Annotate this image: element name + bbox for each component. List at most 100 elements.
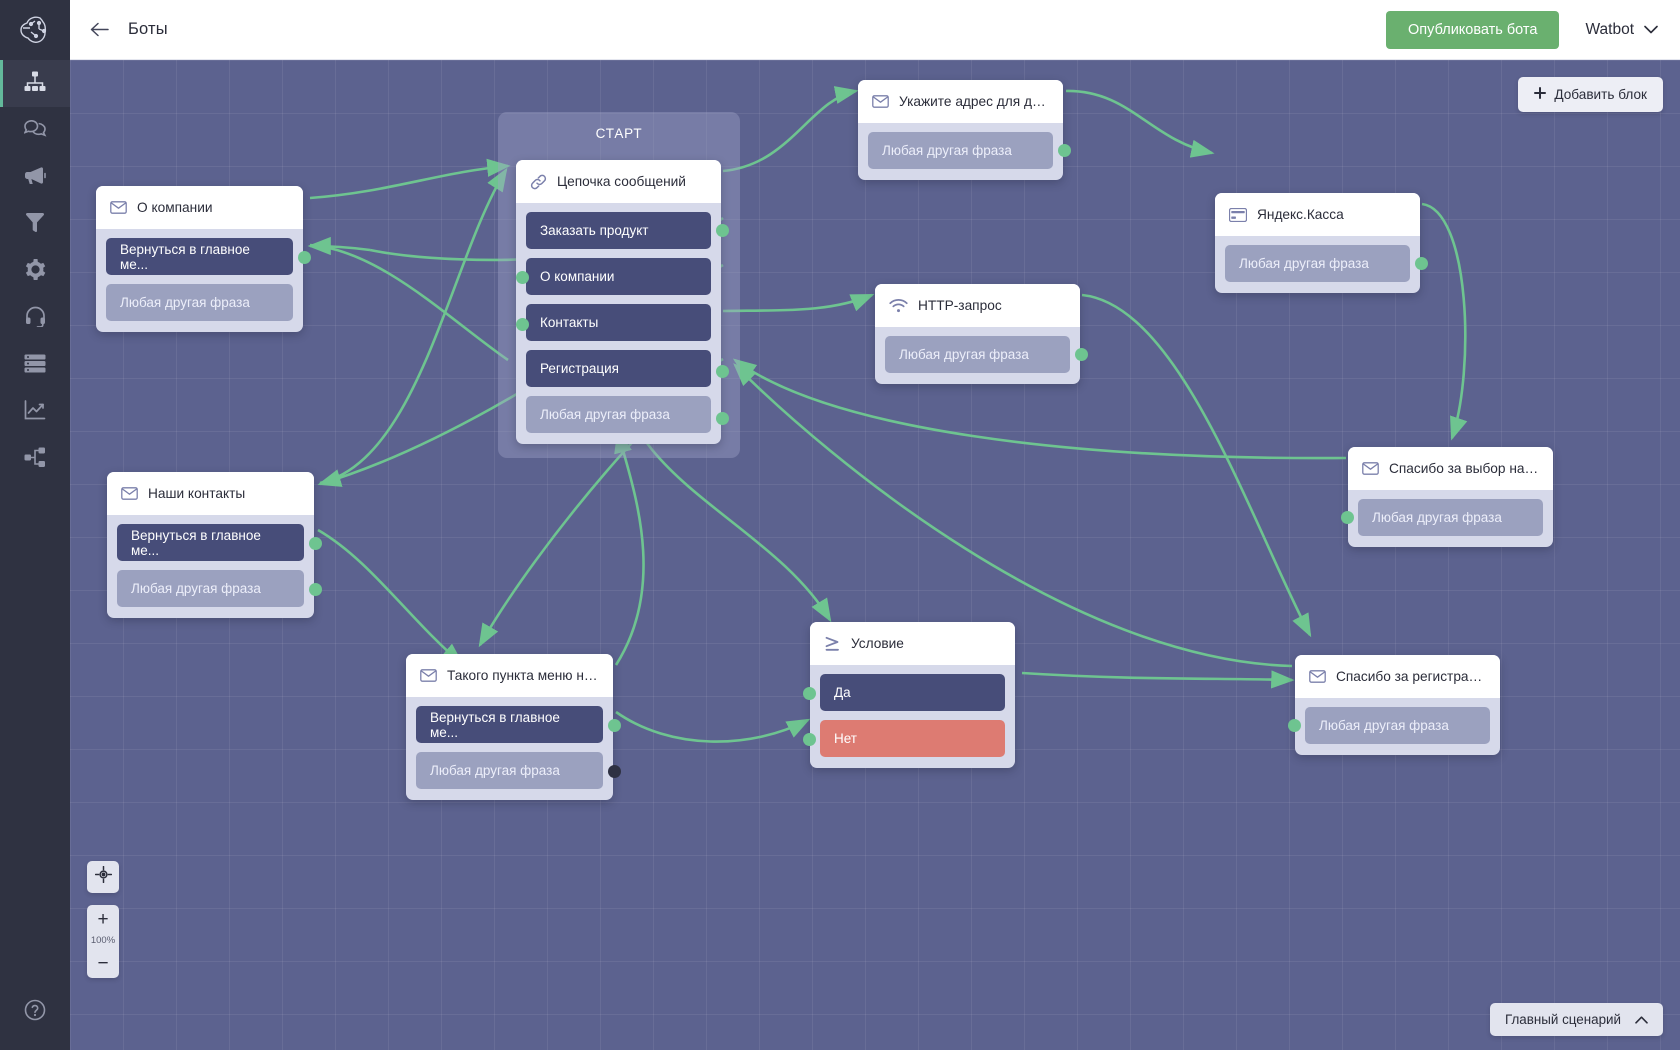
help-button[interactable] (0, 992, 70, 1032)
sidebar-item-integrations[interactable] (0, 436, 70, 483)
node-button[interactable]: Любая другая фраза (868, 132, 1053, 169)
node-button[interactable]: Любая другая фраза (885, 336, 1070, 373)
node-no-such-menu[interactable]: Такого пункта меню не... Вернуться в гла… (406, 654, 613, 800)
link-icon (530, 174, 547, 190)
node-thanks-registration[interactable]: Спасибо за регистрацию Любая другая фраз… (1295, 655, 1500, 755)
node-button[interactable]: Вернуться в главное ме... (117, 524, 304, 561)
node-button[interactable]: Заказать продукт (526, 212, 711, 249)
zoom-out-button[interactable]: − (97, 952, 109, 974)
node-our-contacts[interactable]: Наши контакты Вернуться в главное ме... … (107, 472, 314, 618)
node-button[interactable]: Любая другая фраза (416, 752, 603, 789)
greater-equal-icon (824, 636, 841, 652)
node-about[interactable]: О компании Вернуться в главное ме... Люб… (96, 186, 303, 332)
sidebar-item-analytics[interactable] (0, 389, 70, 436)
add-block-label: Добавить блок (1554, 87, 1647, 102)
connector-dot[interactable] (608, 719, 621, 732)
node-http-request[interactable]: HTTP-запрос Любая другая фраза (875, 284, 1080, 384)
connector-dot[interactable] (716, 412, 729, 425)
center-view-button[interactable] (87, 861, 119, 893)
connector-dot[interactable] (309, 537, 322, 550)
node-body: Вернуться в главное ме... Любая другая ф… (406, 697, 613, 800)
node-title: Яндекс.Касса (1257, 207, 1344, 222)
node-body: Вернуться в главное ме... Любая другая ф… (107, 515, 314, 618)
connector-dot[interactable] (716, 224, 729, 237)
start-group-label: СТАРТ (595, 126, 643, 141)
node-button[interactable]: Контакты (526, 304, 711, 341)
node-title: Укажите адрес для дост... (899, 94, 1049, 109)
connector-dot[interactable] (1288, 719, 1301, 732)
node-header[interactable]: Укажите адрес для дост... (858, 80, 1063, 123)
envelope-icon (1309, 670, 1326, 683)
node-button[interactable]: О компании (526, 258, 711, 295)
chevron-down-icon (1644, 25, 1658, 34)
connector-dot[interactable] (1341, 511, 1354, 524)
node-body: Да Нет (810, 665, 1015, 768)
node-header[interactable]: Условие (810, 622, 1015, 665)
sidebar-item-segments[interactable] (0, 201, 70, 248)
node-title: Условие (851, 636, 904, 651)
node-title: Спасибо за регистрацию (1336, 669, 1486, 684)
node-button[interactable]: Любая другая фраза (1358, 499, 1543, 536)
envelope-icon (1362, 462, 1379, 475)
gear-icon (25, 258, 46, 285)
node-thanks-choice[interactable]: Спасибо за выбор наше... Любая другая фр… (1348, 447, 1553, 547)
node-button[interactable]: Любая другая фраза (1305, 707, 1490, 744)
sidebar-item-bot-structure[interactable] (0, 60, 70, 107)
connector-dot[interactable] (309, 583, 322, 596)
connector-dot[interactable] (1075, 348, 1088, 361)
node-condition[interactable]: Условие Да Нет (810, 622, 1015, 768)
node-button[interactable]: Вернуться в главное ме... (416, 706, 603, 743)
node-button[interactable]: Любая другая фраза (106, 284, 293, 321)
node-title: О компании (137, 200, 213, 215)
node-header[interactable]: Такого пункта меню не... (406, 654, 613, 697)
node-header[interactable]: HTTP-запрос (875, 284, 1080, 327)
add-block-button[interactable]: Добавить блок (1518, 77, 1663, 112)
node-button-yes[interactable]: Да (820, 674, 1005, 711)
sidebar-item-database[interactable] (0, 342, 70, 389)
node-message-chain[interactable]: Цепочка сообщений Заказать продукт О ком… (516, 160, 721, 444)
sidebar-item-support[interactable] (0, 295, 70, 342)
node-body: Любая другая фраза (875, 327, 1080, 384)
sitemap-icon (24, 71, 46, 97)
envelope-icon (121, 487, 138, 500)
node-button[interactable]: Вернуться в главное ме... (106, 238, 293, 275)
node-header[interactable]: Спасибо за регистрацию (1295, 655, 1500, 698)
funnel-icon (25, 212, 45, 238)
connector-dot[interactable] (516, 318, 529, 331)
left-sidebar (0, 60, 70, 1050)
scenario-selector[interactable]: Главный сценарий (1489, 1003, 1663, 1036)
node-header[interactable]: Цепочка сообщений (516, 160, 721, 203)
app-header: Боты Опубликовать бота Watbot (0, 0, 1680, 60)
node-header[interactable]: Наши контакты (107, 472, 314, 515)
connector-dot[interactable] (1415, 257, 1428, 270)
publish-bot-button[interactable]: Опубликовать бота (1386, 10, 1560, 49)
node-button[interactable]: Любая другая фраза (1225, 245, 1410, 282)
arrow-left-icon[interactable] (88, 19, 110, 41)
sidebar-item-broadcasts[interactable] (0, 154, 70, 201)
node-button[interactable]: Любая другая фраза (117, 570, 304, 607)
sidebar-item-settings[interactable] (0, 248, 70, 295)
node-header[interactable]: Спасибо за выбор наше... (1348, 447, 1553, 490)
server-icon (24, 354, 46, 378)
connector-dot[interactable] (803, 687, 816, 700)
node-button[interactable]: Любая другая фраза (526, 396, 711, 433)
node-button[interactable]: Регистрация (526, 350, 711, 387)
node-header[interactable]: О компании (96, 186, 303, 229)
connector-dot-selected[interactable] (608, 765, 621, 778)
chat-icon (22, 118, 47, 143)
connector-dot[interactable] (298, 251, 311, 264)
connector-dot[interactable] (803, 733, 816, 746)
node-button-no[interactable]: Нет (820, 720, 1005, 757)
node-header[interactable]: Яндекс.Касса (1215, 193, 1420, 236)
connector-dot[interactable] (516, 271, 529, 284)
app-logo[interactable] (0, 0, 70, 60)
flow-canvas[interactable]: СТАРТ О компании Вернуться в главное ме.… (70, 60, 1680, 1050)
node-yandex-kassa[interactable]: Яндекс.Касса Любая другая фраза (1215, 193, 1420, 293)
connector-dot[interactable] (1058, 144, 1071, 157)
sidebar-item-dialogs[interactable] (0, 107, 70, 154)
crosshair-icon (94, 865, 112, 888)
account-menu[interactable]: Watbot (1585, 21, 1658, 39)
connector-dot[interactable] (716, 365, 729, 378)
zoom-in-button[interactable]: + (97, 908, 109, 930)
node-delivery-address[interactable]: Укажите адрес для дост... Любая другая ф… (858, 80, 1063, 180)
